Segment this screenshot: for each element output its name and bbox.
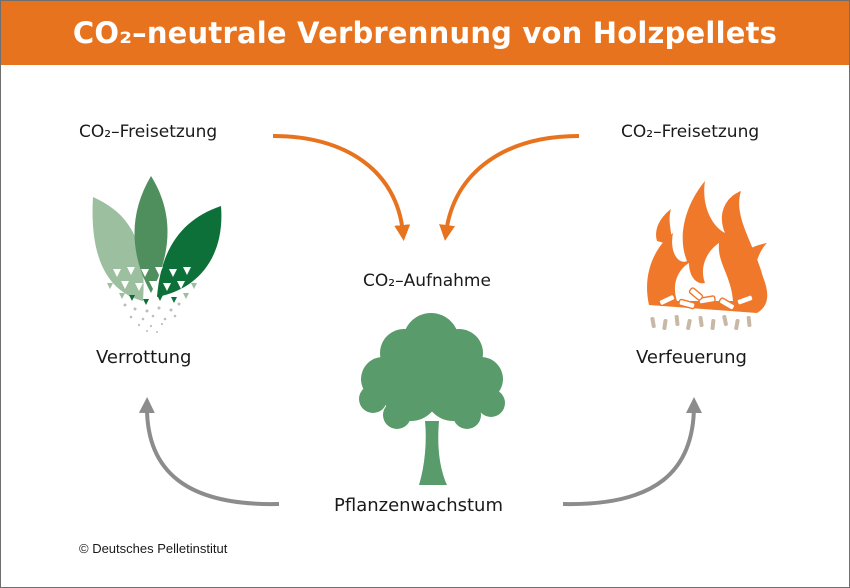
copyright-credit: © Deutsches Pelletinstitut (79, 541, 228, 556)
label-decomposition: Verrottung (96, 347, 192, 368)
arrow-growth-right (562, 397, 702, 507)
label-co2-release-left: CO₂–Freisetzung (79, 122, 218, 142)
arrow-release-right (439, 134, 580, 241)
arrow-growth-left (138, 397, 280, 507)
leaves-icon (92, 176, 222, 333)
label-combustion: Verfeuerung (636, 347, 747, 368)
fire-icon (647, 181, 768, 331)
arrow-release-left (272, 134, 411, 241)
header-bar (1, 1, 849, 65)
label-co2-absorption: CO₂–Aufnahme (363, 271, 491, 291)
label-co2-release-right: CO₂–Freisetzung (621, 122, 760, 142)
tree-icon (359, 313, 505, 485)
page-title: CO₂–neutrale Verbrennung von Holzpellets (72, 16, 778, 50)
label-plant-growth: Pflanzenwachstum (334, 495, 503, 516)
